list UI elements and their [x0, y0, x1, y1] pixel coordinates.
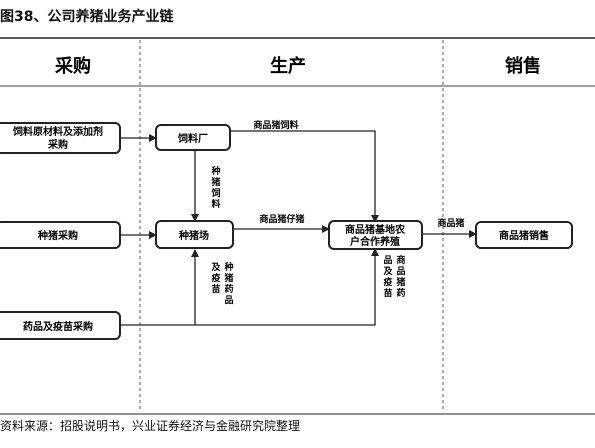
figure-title: 图38、公司养猪业务产业链 — [0, 9, 174, 25]
label-piglets: 商品猪仔猪 — [259, 213, 304, 225]
edge-feedmill-coop — [230, 130, 379, 223]
node-feed-material-line1: 饲料原材料及添加剂 — [12, 125, 103, 138]
label-commodity-pig: 商品猪 — [437, 217, 464, 229]
node-feed-material: 饲料原材料及添加剂 采购 — [0, 122, 121, 154]
label-commodity-meds-col1: 商品猪药 — [395, 254, 405, 299]
label-breeding-meds-col1: 种猪药品 — [223, 261, 233, 306]
node-coop-farm-line2: 户合作养殖 — [349, 235, 400, 248]
label-breeding-meds-col2: 及疫苗 — [211, 262, 221, 295]
header-procurement: 采购 — [54, 55, 91, 77]
label-breeding-feed: 种猪饲料 — [210, 165, 220, 210]
label-commodity-meds-col2: 品及疫苗 — [383, 255, 393, 299]
edge-vaccine-coop — [120, 248, 379, 326]
node-coop-farm-line1: 商品猪基地农 — [345, 223, 405, 236]
node-breeding-farm: 种猪场 — [155, 220, 234, 249]
node-vaccine: 药品及疫苗采购 — [0, 311, 121, 340]
node-breeding-farm-label: 种猪场 — [178, 229, 209, 242]
header-sales: 销售 — [505, 55, 541, 77]
node-pig-sales: 商品猪销售 — [475, 221, 573, 249]
label-commodity-feed: 商品猪饲料 — [253, 119, 298, 131]
header-production: 生产 — [270, 55, 306, 77]
node-breeding-pig-label: 种猪采购 — [37, 229, 78, 242]
node-feed-mill-label: 饲料厂 — [177, 132, 208, 145]
node-vaccine-label: 药品及疫苗采购 — [23, 320, 93, 333]
node-pig-sales-label: 商品猪销售 — [499, 229, 549, 242]
node-feed-mill: 饲料厂 — [155, 124, 231, 151]
source-note: 资料来源：招股说明书，兴业证券经济与金融研究院整理 — [0, 419, 301, 433]
node-breeding-pig: 种猪采购 — [0, 221, 121, 249]
node-feed-material-line2: 采购 — [47, 138, 68, 151]
node-coop-farm: 商品猪基地农 户合作养殖 — [328, 220, 423, 250]
